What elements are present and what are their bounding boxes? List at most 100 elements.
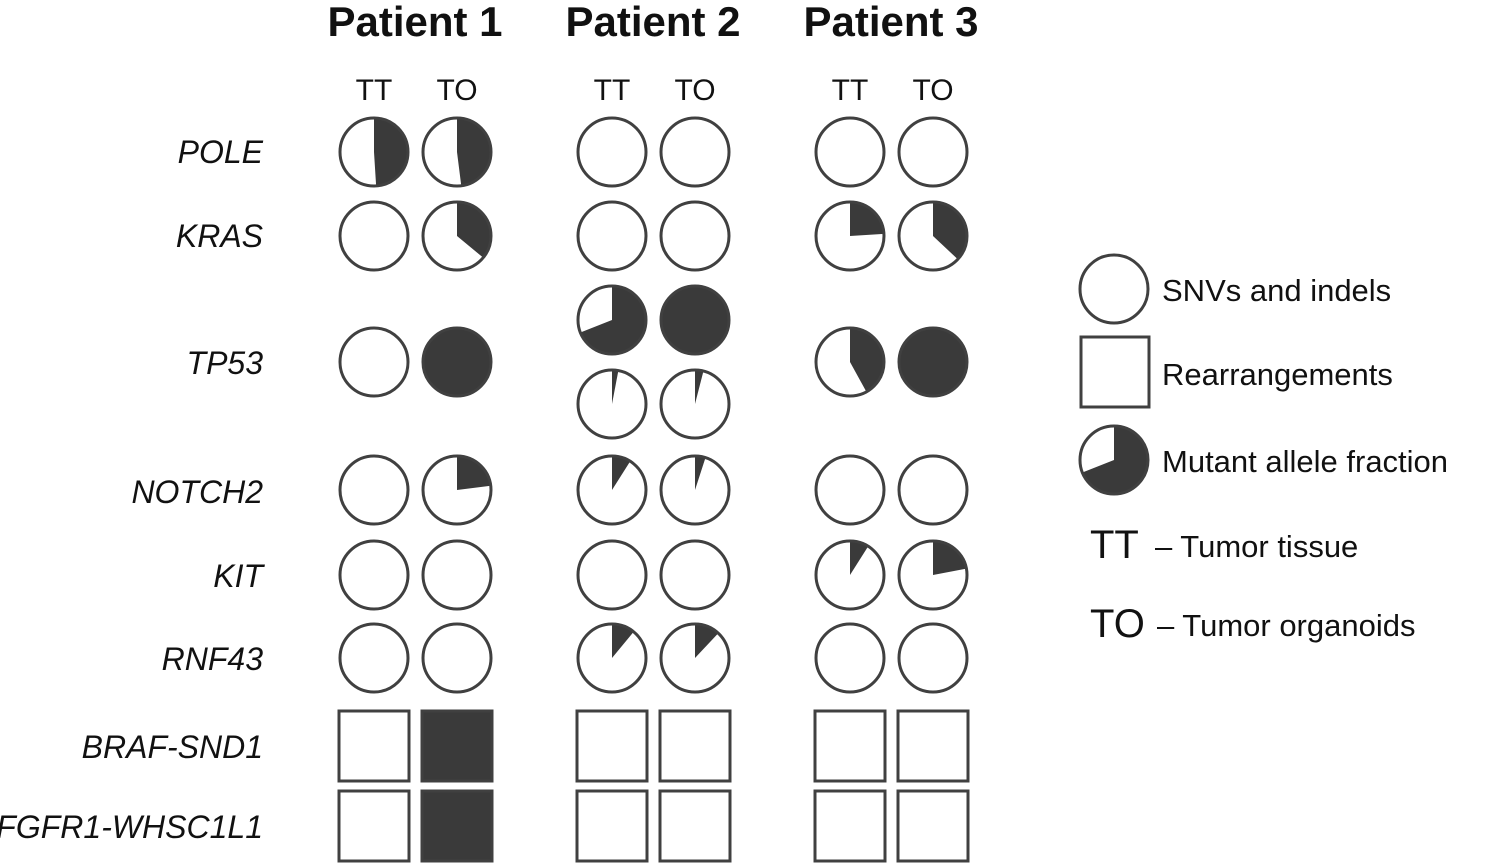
gene-label-rnf43: RNF43 — [162, 641, 264, 677]
legend-maf-label: Mutant allele fraction — [1162, 444, 1448, 479]
maf-pie-tp53-p2-to-2 — [659, 368, 731, 440]
marker-circle — [899, 328, 967, 396]
marker-outline — [897, 326, 969, 398]
maf-pie-tp53-p2-to-1 — [659, 284, 731, 356]
marker-outline — [338, 454, 410, 526]
maf-pie-kit-p2-tt — [576, 539, 648, 611]
marker-circle — [423, 624, 491, 692]
marker-circle — [578, 118, 646, 186]
marker-wedge — [612, 370, 619, 404]
marker-circle — [816, 118, 884, 186]
patient-1-to-label: TO — [436, 74, 477, 107]
legend-to-abbr: TO — [1090, 602, 1145, 646]
marker-wedge — [1082, 426, 1149, 495]
marker-outline — [1078, 253, 1150, 325]
marker-outline — [338, 200, 410, 272]
legend-snv-label: SNVs and indels — [1162, 273, 1391, 308]
maf-pie-tp53-p1-to — [421, 326, 493, 398]
maf-pie-notch2-p2-tt — [576, 454, 648, 526]
maf-pie-rnf43-p3-to — [897, 622, 969, 694]
mutation-markers — [337, 116, 970, 863]
marker-outline — [659, 368, 731, 440]
maf-pie-kit-p1-tt — [338, 539, 410, 611]
maf-pie-pole-p2-to — [659, 116, 731, 188]
marker-wedge — [933, 202, 967, 260]
gene-label-kit: KIT — [213, 558, 265, 594]
legend-maf-pie-shape — [1078, 424, 1150, 496]
maf-pie-pole-p2-tt — [576, 116, 648, 188]
maf-pie-notch2-p2-to — [659, 454, 731, 526]
marker-circle — [340, 328, 408, 396]
maf-pie-pole-p3-to — [897, 116, 969, 188]
marker-circle — [661, 286, 729, 354]
marker-outline — [659, 454, 731, 526]
marker-outline — [576, 284, 648, 356]
rearrangement-square-braf-snd1-p3-tt — [813, 709, 887, 783]
marker-outline — [814, 622, 886, 694]
legend: SNVs and indels Rearrangements Mutant al… — [1078, 253, 1448, 646]
marker-wedge — [457, 456, 491, 490]
patient-3-to-label: TO — [912, 74, 953, 107]
legend-snv-circle-icon — [1078, 253, 1150, 325]
marker-circle — [578, 541, 646, 609]
marker-wedge — [850, 328, 884, 392]
marker-outline — [576, 116, 648, 188]
rearrangement-square-braf-snd1-p2-to — [658, 709, 732, 783]
patient-1-tt-label: TT — [356, 74, 393, 107]
maf-pie-notch2-p3-to — [897, 454, 969, 526]
marker-outline — [421, 326, 493, 398]
marker-outline — [1078, 424, 1150, 496]
marker-outline — [576, 622, 648, 694]
marker-outline — [576, 539, 648, 611]
marker-wedge — [457, 118, 491, 186]
marker-circle — [661, 541, 729, 609]
maf-pie-notch2-p1-tt — [338, 454, 410, 526]
rearrangement-square-fgfr1-whsc1l1-p3-tt — [813, 789, 887, 863]
marker-outline — [897, 200, 969, 272]
marker-circle — [423, 541, 491, 609]
rearrangement-square-braf-snd1-p1-to — [420, 709, 494, 783]
rearrangement-square-fgfr1-whsc1l1-p3-to — [896, 789, 970, 863]
marker-outline — [338, 539, 410, 611]
legend-snv-circle-shape — [1078, 253, 1150, 325]
marker-circle — [899, 624, 967, 692]
maf-pie-pole-p3-tt — [814, 116, 886, 188]
marker-outline — [897, 622, 969, 694]
rearrangement-square-fgfr1-whsc1l1-p1-tt — [337, 789, 411, 863]
marker-circle — [423, 328, 491, 396]
marker-outline — [338, 116, 410, 188]
legend-rearrangement-label: Rearrangements — [1162, 357, 1393, 392]
maf-pie-kras-p3-to — [897, 200, 969, 272]
marker-outline — [421, 116, 493, 188]
maf-pie-kras-p2-to — [659, 200, 731, 272]
marker-wedge — [374, 118, 408, 186]
marker-outline — [421, 539, 493, 611]
marker-outline — [814, 200, 886, 272]
marker-circle — [816, 624, 884, 692]
marker-outline — [659, 539, 731, 611]
legend-maf-pie-icon — [1078, 424, 1150, 496]
legend-tt-abbr: TT — [1090, 523, 1139, 567]
marker-outline — [659, 116, 731, 188]
marker-outline — [659, 284, 731, 356]
rearrangement-square-fgfr1-whsc1l1-p2-tt — [575, 789, 649, 863]
maf-pie-kras-p1-tt — [338, 200, 410, 272]
rearrangement-square-braf-snd1-p3-to — [896, 709, 970, 783]
rearrangement-square-fgfr1-whsc1l1-p1-to — [420, 789, 494, 863]
rearrangement-square-braf-snd1-p2-tt — [575, 709, 649, 783]
marker-outline — [338, 622, 410, 694]
maf-pie-tp53-p2-tt-1 — [576, 284, 648, 356]
marker-outline — [576, 200, 648, 272]
maf-pie-rnf43-p2-to — [659, 622, 731, 694]
gene-label-braf-snd1: BRAF-SND1 — [82, 729, 263, 765]
marker-circle — [899, 118, 967, 186]
marker-wedge — [933, 541, 967, 575]
marker-circle — [340, 202, 408, 270]
marker-wedge — [612, 456, 631, 490]
marker-outline — [897, 116, 969, 188]
marker-wedge — [457, 202, 492, 258]
marker-outline — [576, 368, 648, 440]
maf-pie-kit-p1-to — [421, 539, 493, 611]
maf-pie-notch2-p3-tt — [814, 454, 886, 526]
marker-wedge — [695, 624, 719, 658]
